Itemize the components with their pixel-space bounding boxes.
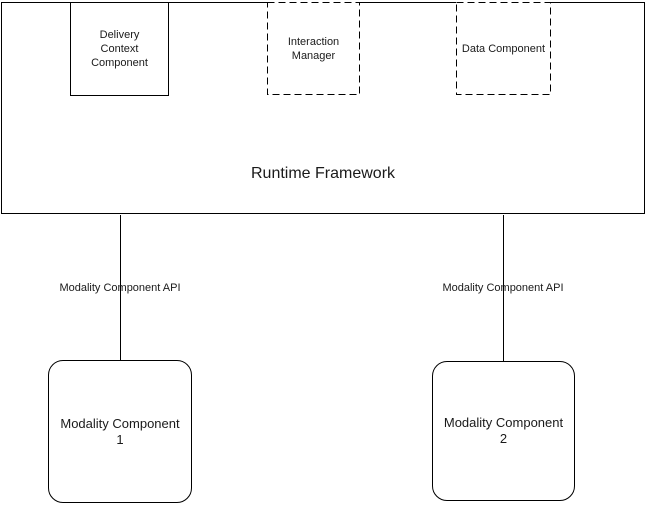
delivery-context-component-label: Delivery Context Component (91, 29, 148, 69)
dashed-border (267, 2, 360, 95)
modality-api-connector-left (120, 215, 121, 360)
interaction-manager-label: Interaction Manager (287, 35, 340, 62)
data-component-label: Data Component (461, 42, 546, 55)
modality-component-api-label-right: Modality Component API (442, 282, 564, 294)
modality-component-api-label-left: Modality Component API (59, 282, 181, 294)
data-component-box: Data Component (456, 2, 551, 95)
modality-component-2-label: Modality Component 2 (443, 415, 564, 446)
modality-component-2-box: Modality Component 2 (432, 361, 575, 501)
dashed-border (456, 2, 551, 95)
interaction-manager-box: Interaction Manager (267, 2, 360, 95)
delivery-context-component-box: Delivery Context Component (70, 2, 169, 96)
modality-component-1-label: Modality Component 1 (60, 415, 180, 447)
modality-api-connector-right (503, 215, 504, 361)
runtime-framework-title: Runtime Framework (250, 165, 396, 182)
modality-component-1-box: Modality Component 1 (48, 360, 192, 503)
